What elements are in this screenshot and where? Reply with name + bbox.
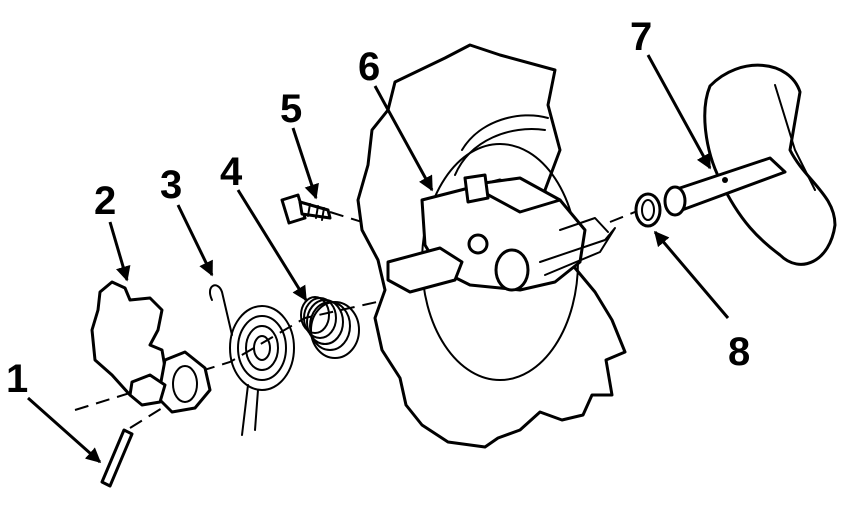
lock-cam: [90, 280, 212, 414]
callout-8: 8: [728, 330, 750, 374]
callout-3: 3: [160, 163, 182, 207]
callout-4: 4: [220, 150, 243, 194]
callout-labels: 1 2 3 4 5 6 7 8: [6, 15, 750, 401]
callout-2: 2: [94, 179, 116, 223]
key-lock-cylinder: [663, 63, 837, 266]
screw: [280, 193, 332, 225]
callout-6: 6: [358, 45, 380, 89]
snap-ring: [634, 192, 662, 228]
coil-spring: [300, 296, 360, 359]
callout-7: 7: [630, 15, 652, 59]
leader-lines: [27, 54, 730, 464]
torsion-spring: [209, 284, 295, 436]
callout-5: 5: [280, 87, 302, 131]
callout-1: 1: [6, 357, 28, 401]
roll-pin: [100, 428, 134, 488]
column-housing-plate: [356, 43, 627, 449]
